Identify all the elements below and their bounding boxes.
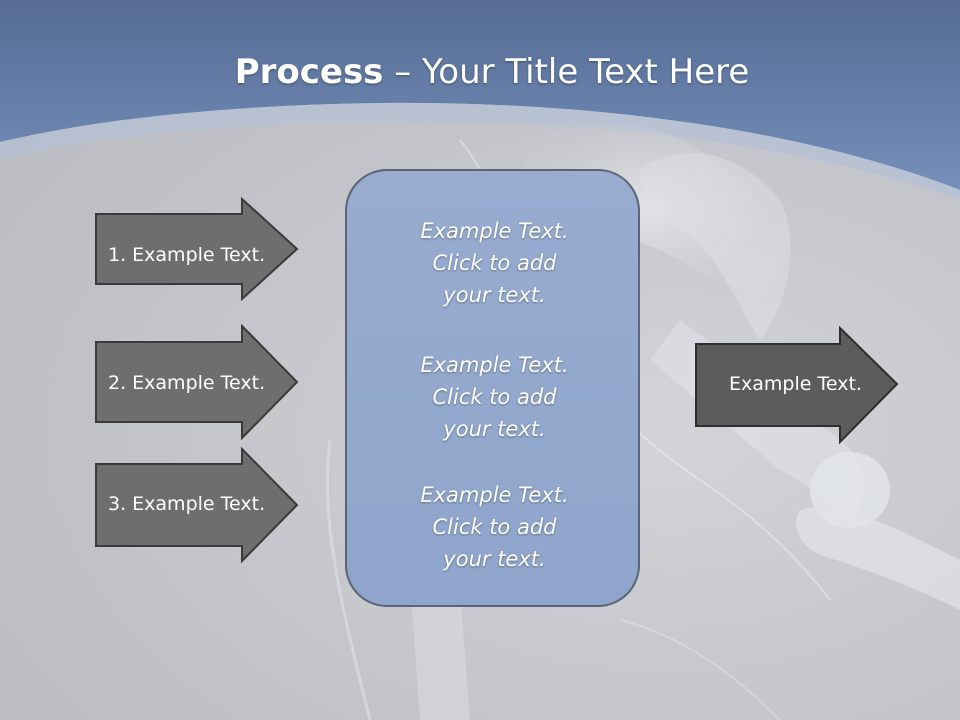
title-rest: – Your Title Text Here (383, 52, 750, 92)
left-arrow-2[interactable] (94, 324, 300, 440)
center-block-3: Example Text. Click to add your text. (347, 479, 642, 575)
center-block-2-line3: your text. (443, 417, 546, 441)
title-bold: Process (234, 52, 384, 92)
center-block-2-line1: Example Text. (420, 353, 569, 377)
center-text-box[interactable]: Example Text. Click to add your text. Ex… (345, 169, 640, 607)
center-block-2-line2: Click to add (432, 385, 557, 409)
center-block-3-line2: Click to add (432, 515, 557, 539)
right-arrow[interactable] (694, 326, 900, 444)
left-arrow-1[interactable] (94, 197, 300, 301)
left-arrow-3-label: 3. Example Text. (108, 493, 266, 515)
left-arrow-2-label: 2. Example Text. (108, 372, 266, 394)
center-block-1-line1: Example Text. (420, 219, 569, 243)
center-block-1-line3: your text. (443, 283, 546, 307)
center-block-3-line1: Example Text. (420, 483, 569, 507)
center-block-1-line2: Click to add (432, 251, 557, 275)
header-band (0, 0, 960, 190)
left-arrow-3[interactable] (94, 447, 300, 565)
center-block-3-line3: your text. (443, 547, 546, 571)
header-swoosh (0, 102, 960, 200)
left-arrow-1-label: 1. Example Text. (108, 244, 266, 266)
center-block-1: Example Text. Click to add your text. (347, 215, 642, 311)
slide-title[interactable]: Process – Your Title Text Here (0, 52, 960, 92)
center-block-2: Example Text. Click to add your text. (347, 349, 642, 445)
right-arrow-label: Example Text. (729, 373, 862, 395)
